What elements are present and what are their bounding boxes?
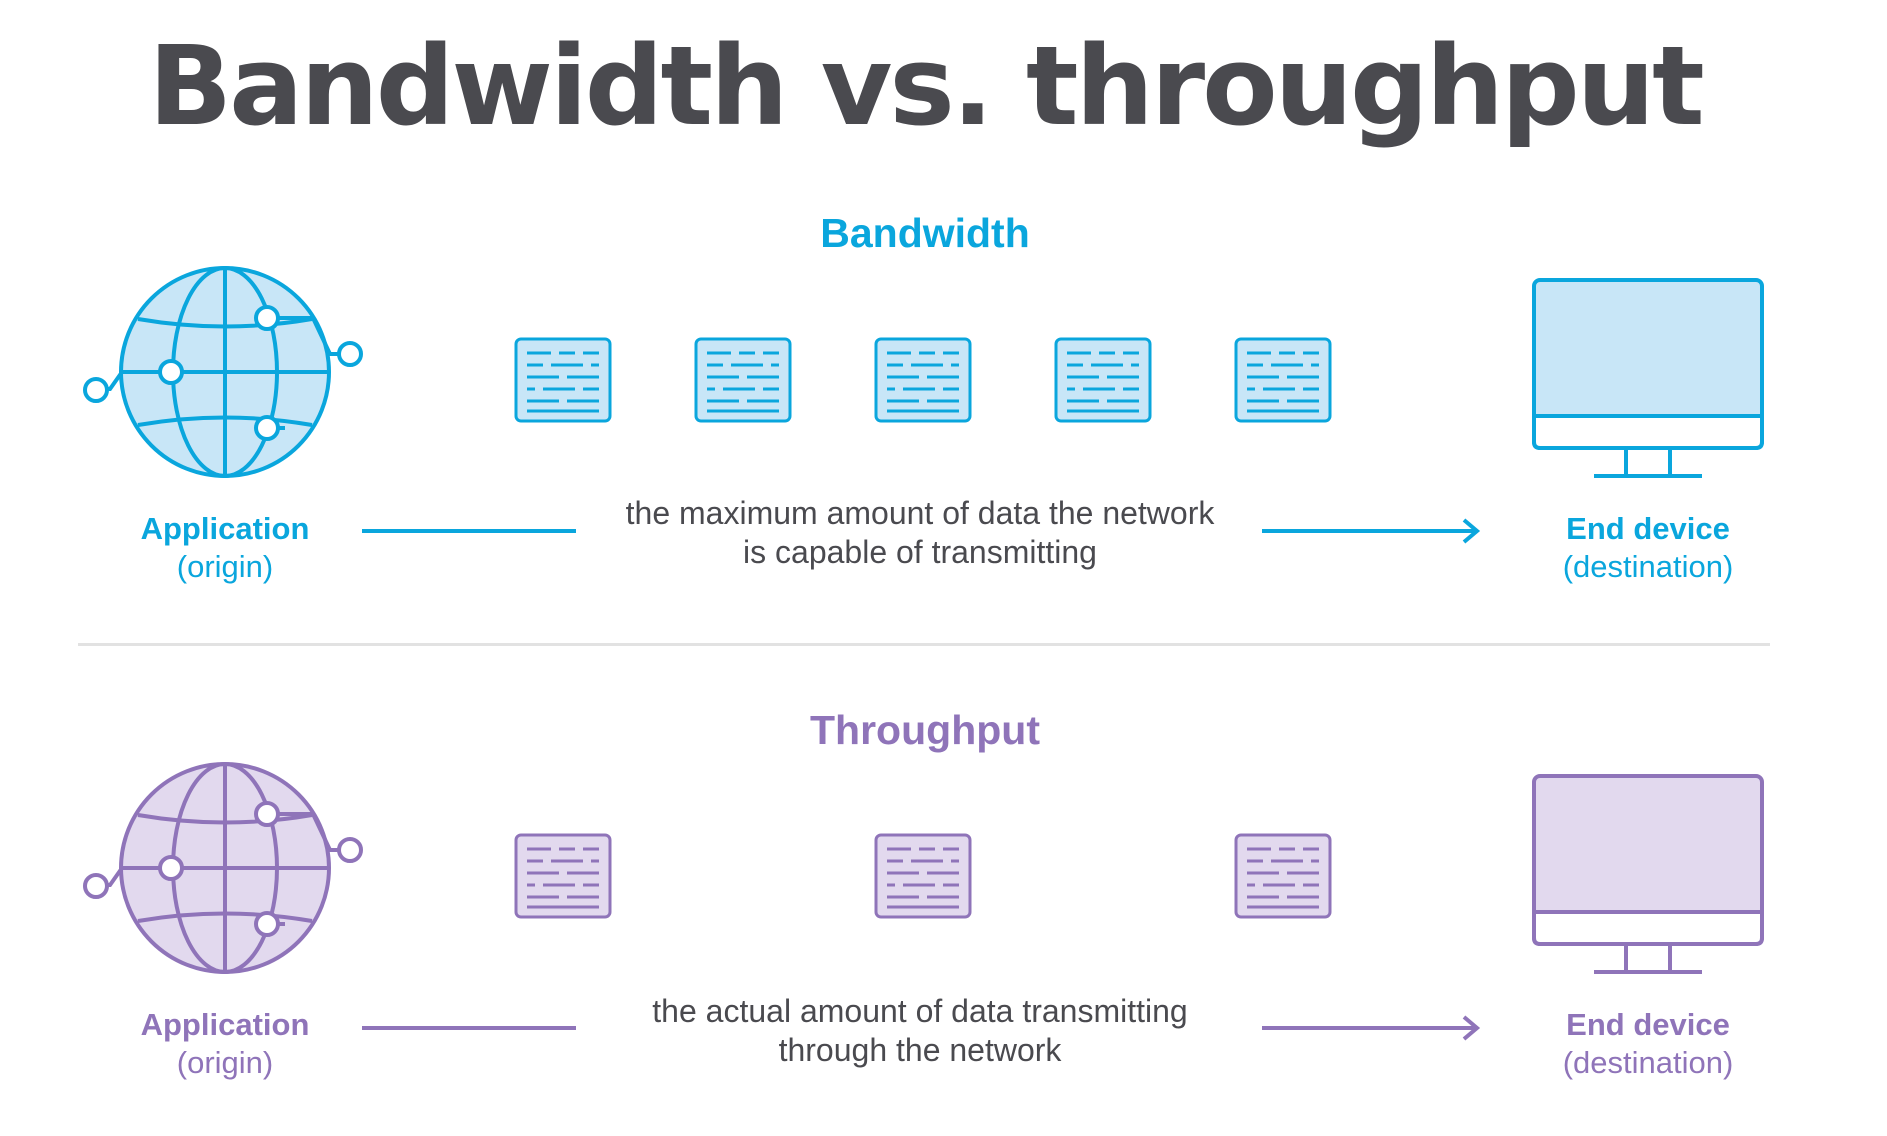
- data-packet-icon: [1053, 336, 1153, 429]
- destination-title: End device: [1566, 511, 1730, 546]
- globe-icon: [83, 266, 363, 478]
- throughput-description: the actual amount of data transmitting t…: [560, 992, 1280, 1070]
- throughput-origin-label: Application (origin): [110, 1006, 340, 1082]
- origin-title: Application: [140, 1007, 310, 1042]
- destination-sub: (destination): [1562, 549, 1734, 584]
- description-line: the actual amount of data transmitting: [652, 993, 1188, 1029]
- monitor-icon: [1532, 774, 1764, 974]
- destination-title: End device: [1566, 1007, 1730, 1042]
- bandwidth-destination-label: End device (destination): [1530, 510, 1766, 586]
- bandwidth-origin-label: Application (origin): [110, 510, 340, 586]
- bandwidth-description: the maximum amount of data the network i…: [560, 494, 1280, 572]
- data-packet-icon: [873, 832, 973, 925]
- throughput-destination-label: End device (destination): [1530, 1006, 1766, 1082]
- arrow-head-icon: [1462, 518, 1481, 544]
- data-packet-icon: [873, 336, 973, 429]
- description-line: through the network: [778, 1032, 1062, 1068]
- section-divider: [78, 643, 1770, 646]
- data-packet-icon: [1233, 832, 1333, 925]
- bandwidth-heading: Bandwidth: [820, 210, 1030, 256]
- data-packet-icon: [693, 336, 793, 429]
- origin-title: Application: [140, 511, 310, 546]
- description-line: the maximum amount of data the network: [625, 495, 1215, 531]
- description-line: is capable of transmitting: [743, 534, 1097, 570]
- globe-icon: [83, 762, 363, 974]
- page-title: Bandwidth vs. throughput: [148, 22, 1704, 150]
- origin-sub: (origin): [176, 1045, 274, 1080]
- origin-sub: (origin): [176, 549, 274, 584]
- data-packet-icon: [513, 832, 613, 925]
- data-packet-icon: [1233, 336, 1333, 429]
- arrow-head-icon: [1462, 1015, 1481, 1041]
- data-packet-icon: [513, 336, 613, 429]
- destination-sub: (destination): [1562, 1045, 1734, 1080]
- throughput-heading: Throughput: [810, 707, 1040, 753]
- monitor-icon: [1532, 278, 1764, 478]
